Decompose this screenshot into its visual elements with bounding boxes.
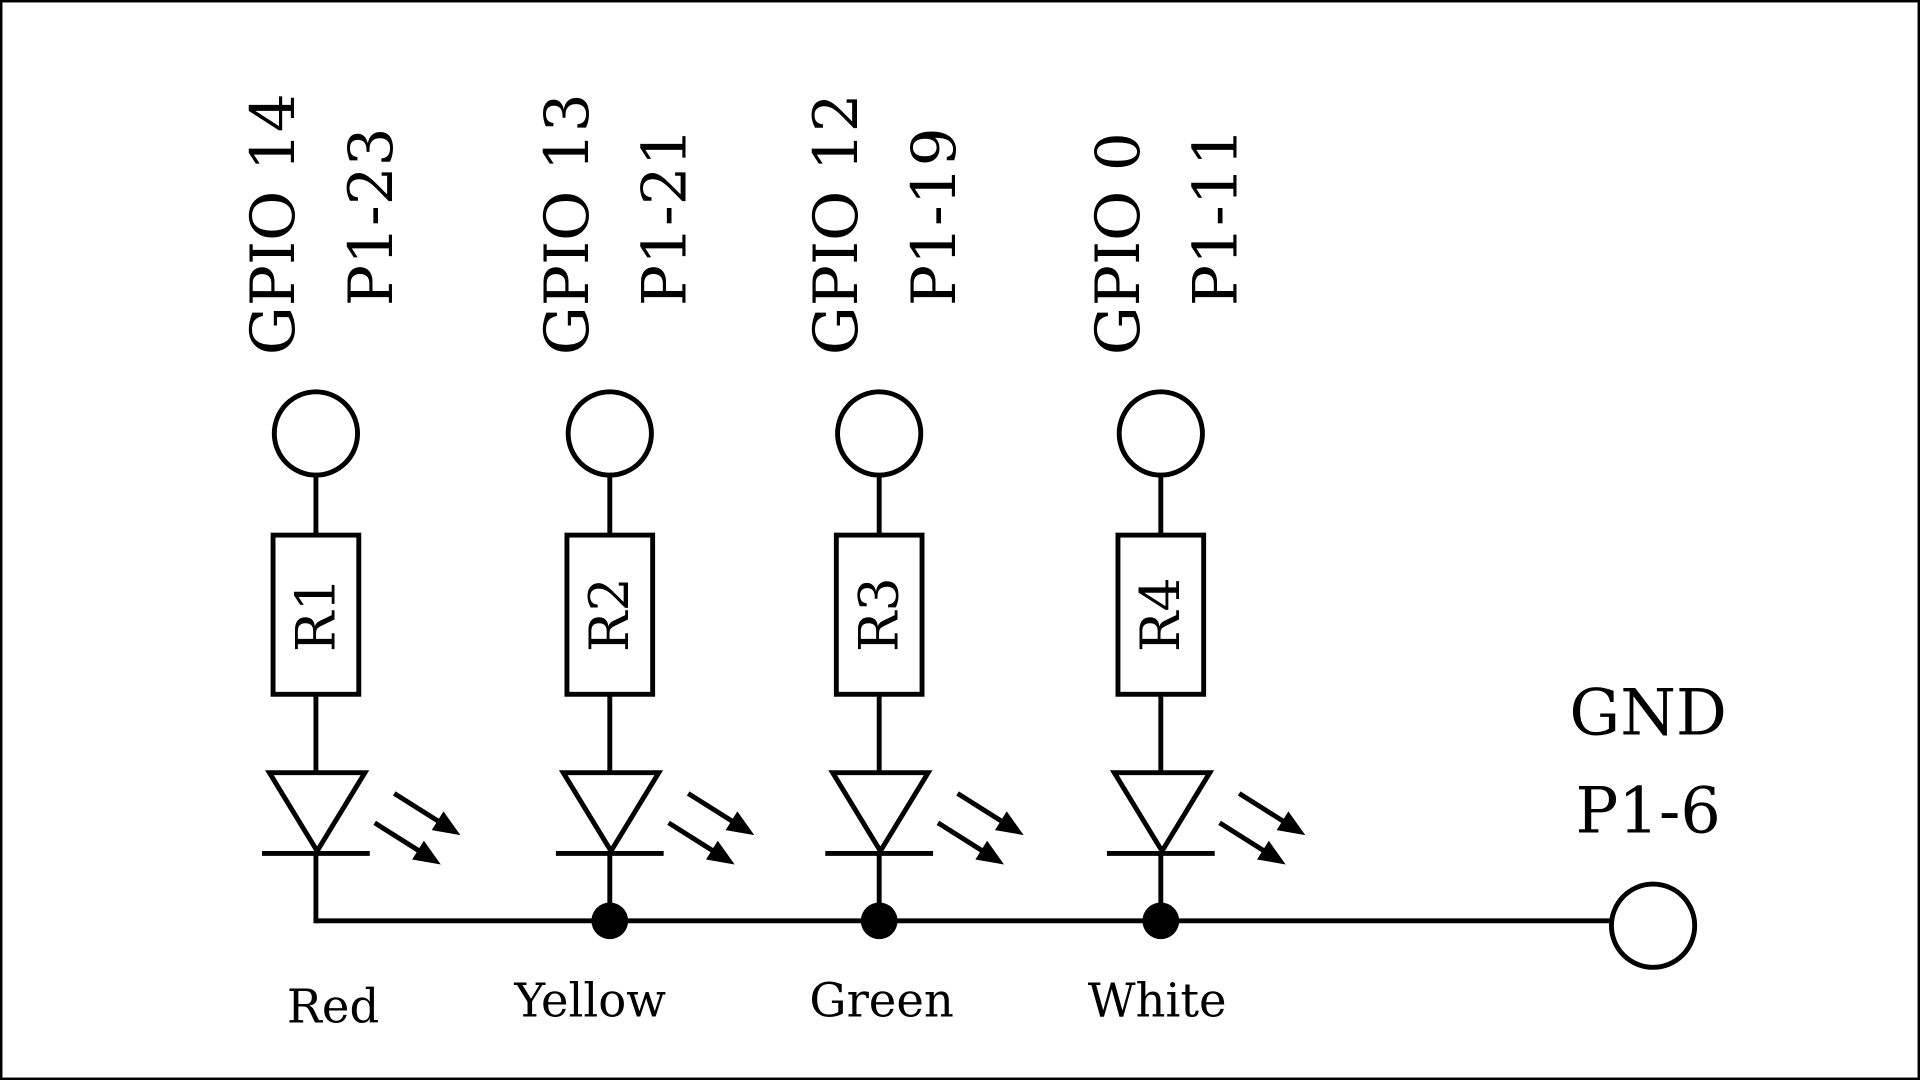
ground-pin-label: P1-6: [1575, 775, 1720, 849]
led-color-label: Green: [809, 973, 953, 1027]
pin-label: P1-19: [899, 127, 970, 306]
ground-label: GND: [1569, 677, 1727, 751]
arrow-head-icon: [995, 811, 1024, 836]
pin-label: P1-11: [1181, 127, 1252, 306]
pin-label: P1-21: [630, 127, 701, 306]
led-diode: [265, 770, 370, 856]
junction-dot: [860, 902, 898, 940]
led-color-label: White: [1088, 973, 1227, 1027]
resistor-label: R1: [284, 577, 347, 652]
arrow-head-icon: [412, 840, 441, 865]
arrow-head-icon: [725, 811, 755, 836]
junction-dot: [591, 902, 629, 940]
arrow-head-icon: [431, 811, 461, 836]
resistor-label: R4: [1129, 577, 1192, 652]
arrow-head-icon: [706, 840, 735, 865]
gpio-label: GPIO 0: [1083, 132, 1154, 355]
led-color-label: Red: [287, 979, 379, 1033]
led-diode: [558, 770, 664, 856]
gpio-terminal: [565, 389, 654, 478]
pin-label: P1-23: [336, 127, 407, 306]
arrow-head-icon: [975, 840, 1005, 865]
junction-dot: [1142, 902, 1180, 940]
resistor-label: R2: [578, 577, 641, 652]
led-diode: [1109, 770, 1215, 856]
led-diode: [828, 770, 933, 856]
gpio-terminal: [1116, 389, 1205, 478]
resistor-label: R3: [848, 577, 911, 652]
ground-terminal: [1608, 881, 1698, 970]
led-color-label: Yellow: [513, 973, 666, 1027]
gpio-label: GPIO 12: [801, 93, 872, 355]
gpio-label: GPIO 13: [532, 93, 603, 355]
arrow-head-icon: [1257, 840, 1286, 865]
gpio-terminal: [835, 389, 924, 478]
arrow-head-icon: [1276, 811, 1306, 836]
gpio-terminal: [271, 389, 360, 478]
gpio-label: GPIO 14: [238, 93, 309, 355]
